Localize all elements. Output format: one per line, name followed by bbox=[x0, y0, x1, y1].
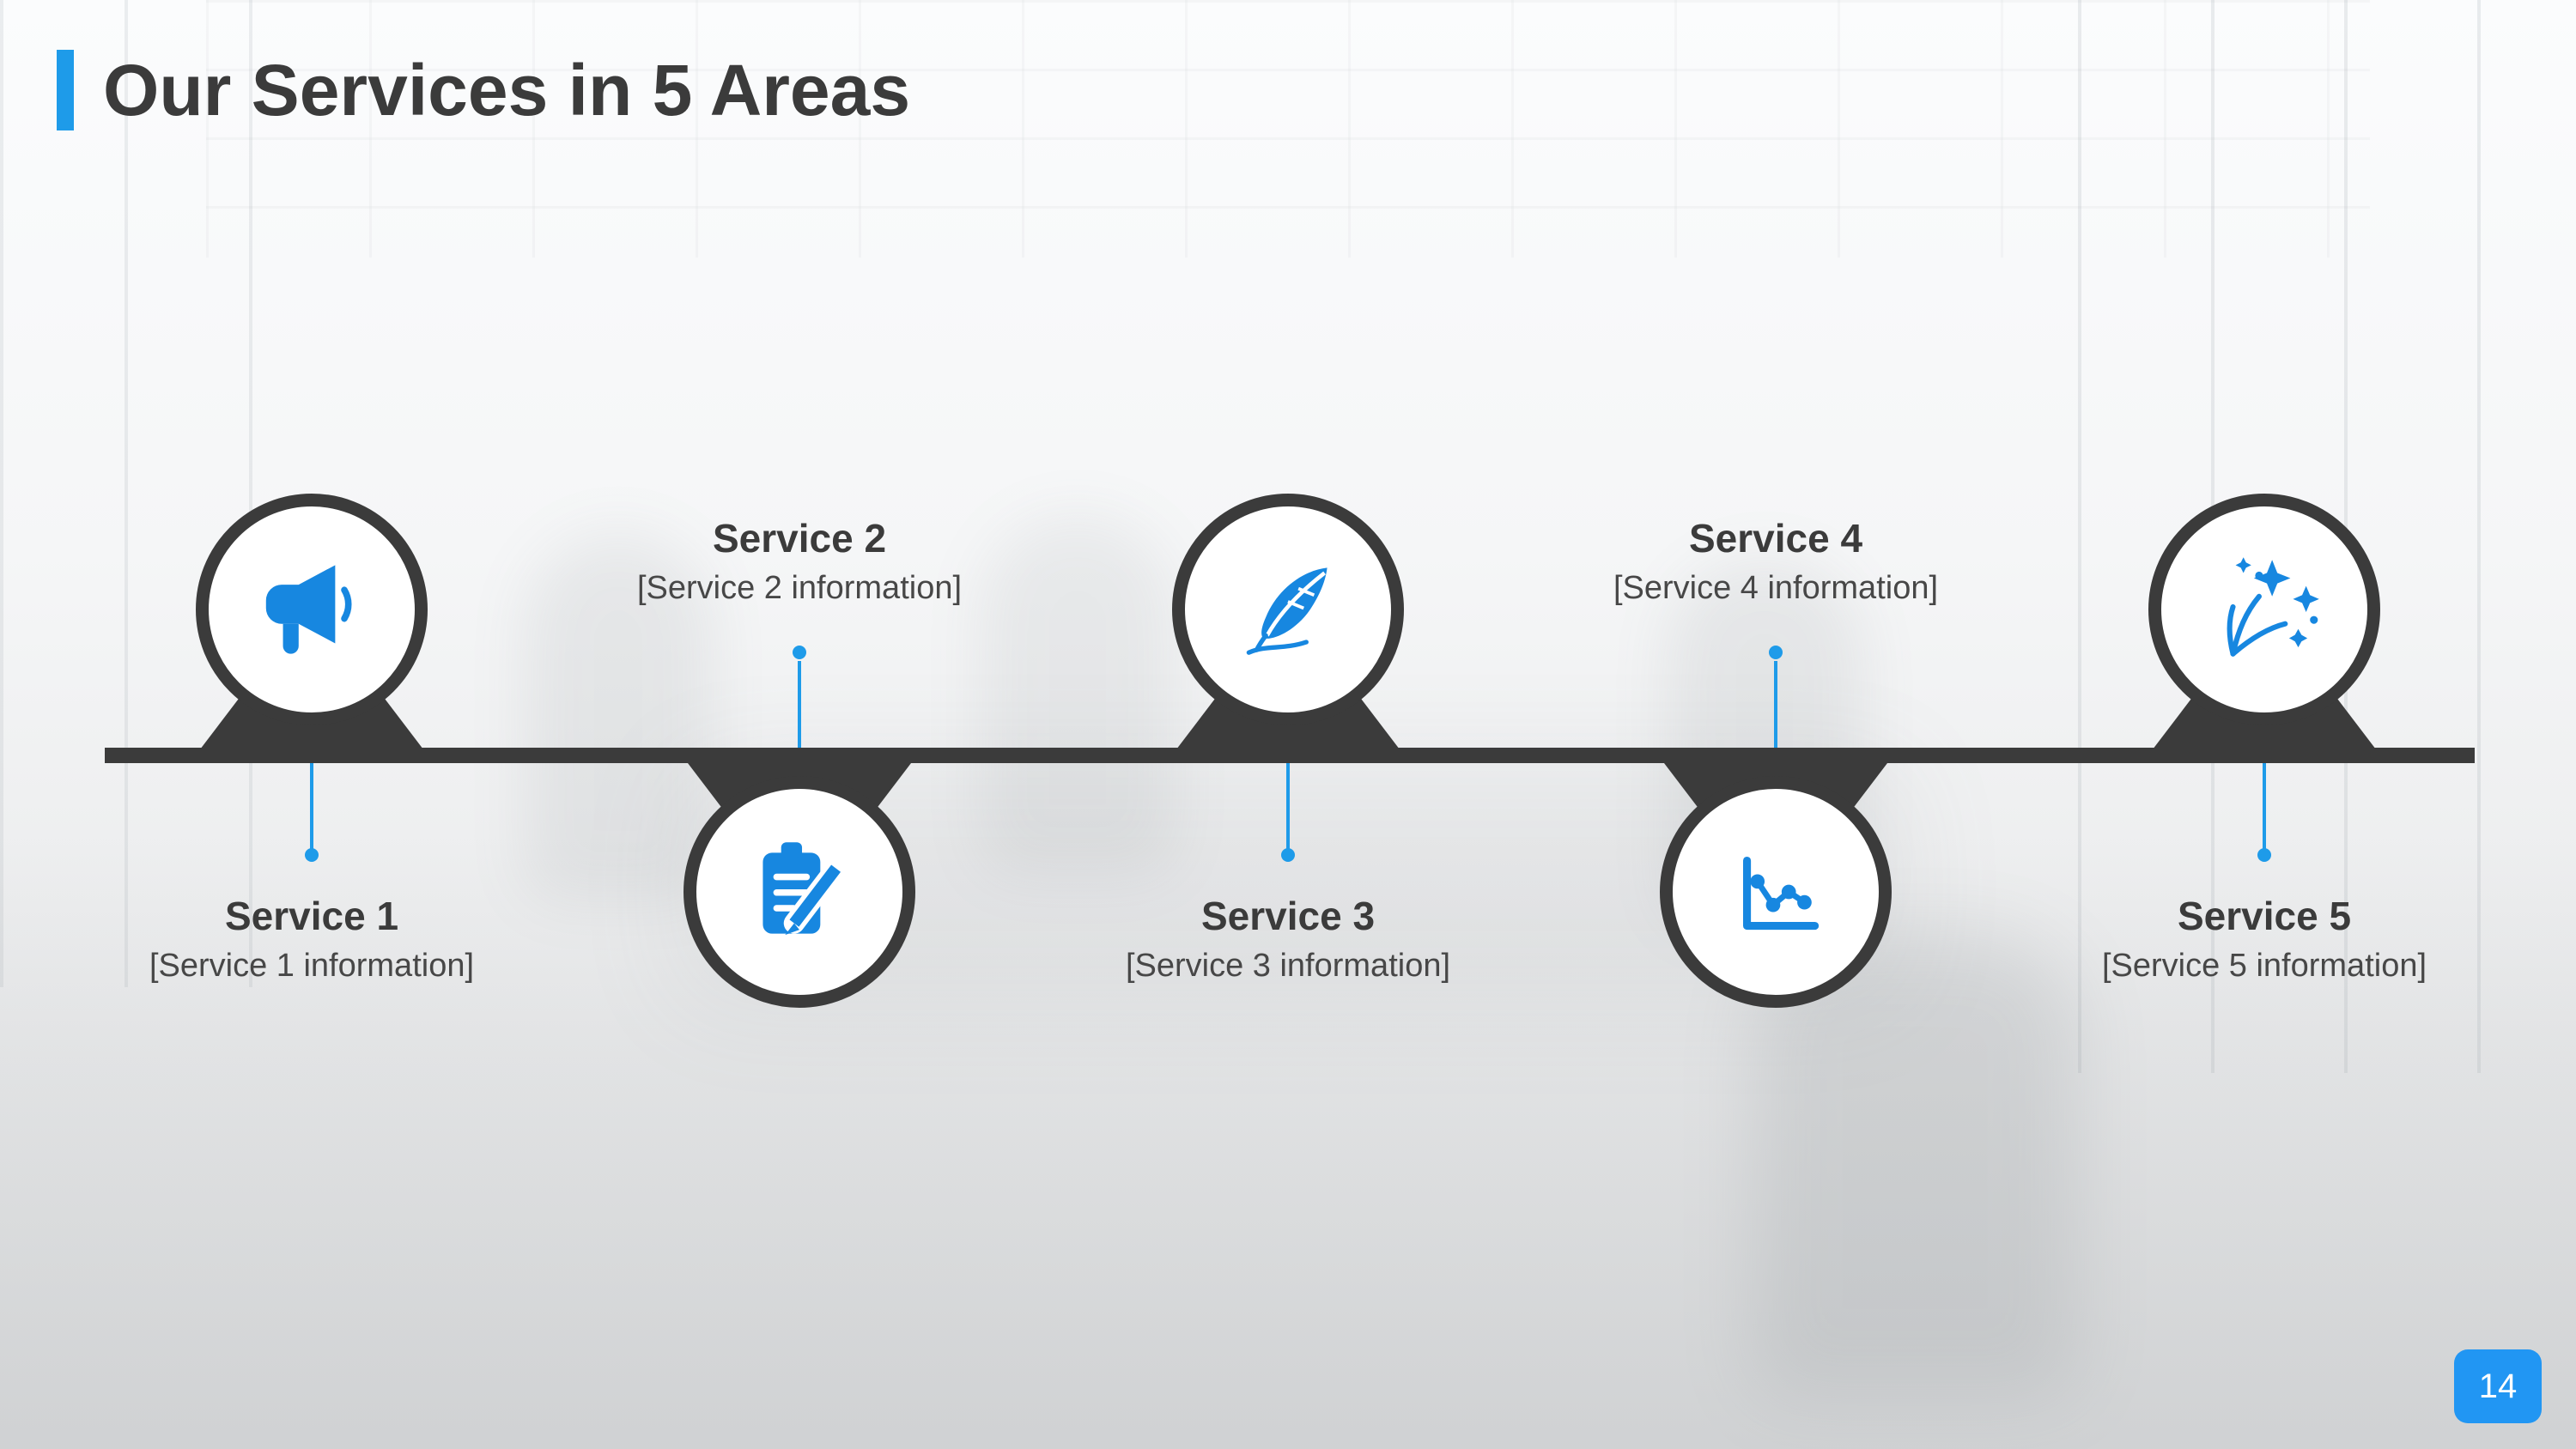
service-name: Service 3 bbox=[1200, 894, 1376, 938]
connector-dot bbox=[1281, 848, 1295, 862]
service-node-5: Service 5 [Service 5 information] bbox=[2007, 0, 2522, 1449]
service-1-circle bbox=[196, 494, 428, 725]
service-node-4: Service 4 [Service 4 information] bbox=[1518, 0, 2033, 1449]
service-1-label: Service 1 [Service 1 information] bbox=[54, 893, 569, 985]
ceiling-grid bbox=[206, 0, 2370, 258]
service-3-label: Service 3 [Service 3 information] bbox=[1030, 893, 1546, 985]
service-info: [Service 4 information] bbox=[1613, 570, 1939, 606]
timeline-bar bbox=[105, 748, 2475, 763]
service-node-3: Service 3 [Service 3 information] bbox=[1030, 0, 1546, 1449]
title-accent-bar bbox=[57, 50, 74, 130]
chair-silhouette bbox=[524, 532, 713, 901]
service-info: [Service 2 information] bbox=[636, 570, 963, 606]
page-number: 14 bbox=[2478, 1367, 2518, 1405]
connector-dot bbox=[2257, 848, 2271, 862]
service-info: [Service 3 information] bbox=[1125, 948, 1451, 984]
quill-pen-icon bbox=[1246, 567, 1327, 655]
service-name: Service 1 bbox=[224, 894, 399, 938]
chair-silhouette bbox=[1752, 936, 2078, 1399]
service-4-circle bbox=[1660, 776, 1892, 1008]
connector-dot bbox=[305, 848, 319, 862]
connector-line bbox=[1286, 763, 1290, 849]
service-5-circle bbox=[2148, 494, 2380, 725]
connector-line bbox=[2263, 763, 2266, 849]
service-5-label: Service 5 [Service 5 information] bbox=[2007, 893, 2522, 985]
service-3-circle bbox=[1172, 494, 1404, 725]
connector-line bbox=[310, 763, 313, 849]
service-node-2: Service 2 [Service 2 information] bbox=[542, 0, 1057, 1449]
slide-header: Our Services in 5 Areas bbox=[57, 50, 910, 130]
service-name: Service 5 bbox=[2177, 894, 2352, 938]
connector-line bbox=[1774, 661, 1777, 748]
connector-dot bbox=[1769, 646, 1783, 659]
fireworks-icon bbox=[2227, 557, 2319, 657]
chair-silhouette bbox=[979, 515, 1176, 876]
service-info: [Service 1 information] bbox=[149, 948, 475, 984]
service-2-label: Service 2 [Service 2 information] bbox=[542, 515, 1057, 607]
service-4-label: Service 4 [Service 4 information] bbox=[1518, 515, 2033, 607]
page-number-badge: 14 bbox=[2454, 1349, 2542, 1423]
service-node-1: Service 1 [Service 1 information] bbox=[54, 0, 569, 1449]
service-name: Service 4 bbox=[1688, 516, 1863, 561]
slide-title: Our Services in 5 Areas bbox=[103, 50, 911, 130]
clipboard-pencil-icon bbox=[762, 842, 847, 936]
service-2-circle bbox=[683, 776, 915, 1008]
service-info: [Service 5 information] bbox=[2101, 948, 2427, 984]
floor-shading bbox=[0, 831, 2576, 1449]
connector-line bbox=[798, 661, 801, 748]
service-name: Service 2 bbox=[712, 516, 887, 561]
line-chart-icon bbox=[1743, 856, 1820, 931]
megaphone-icon bbox=[265, 565, 352, 654]
connector-dot bbox=[793, 646, 806, 659]
